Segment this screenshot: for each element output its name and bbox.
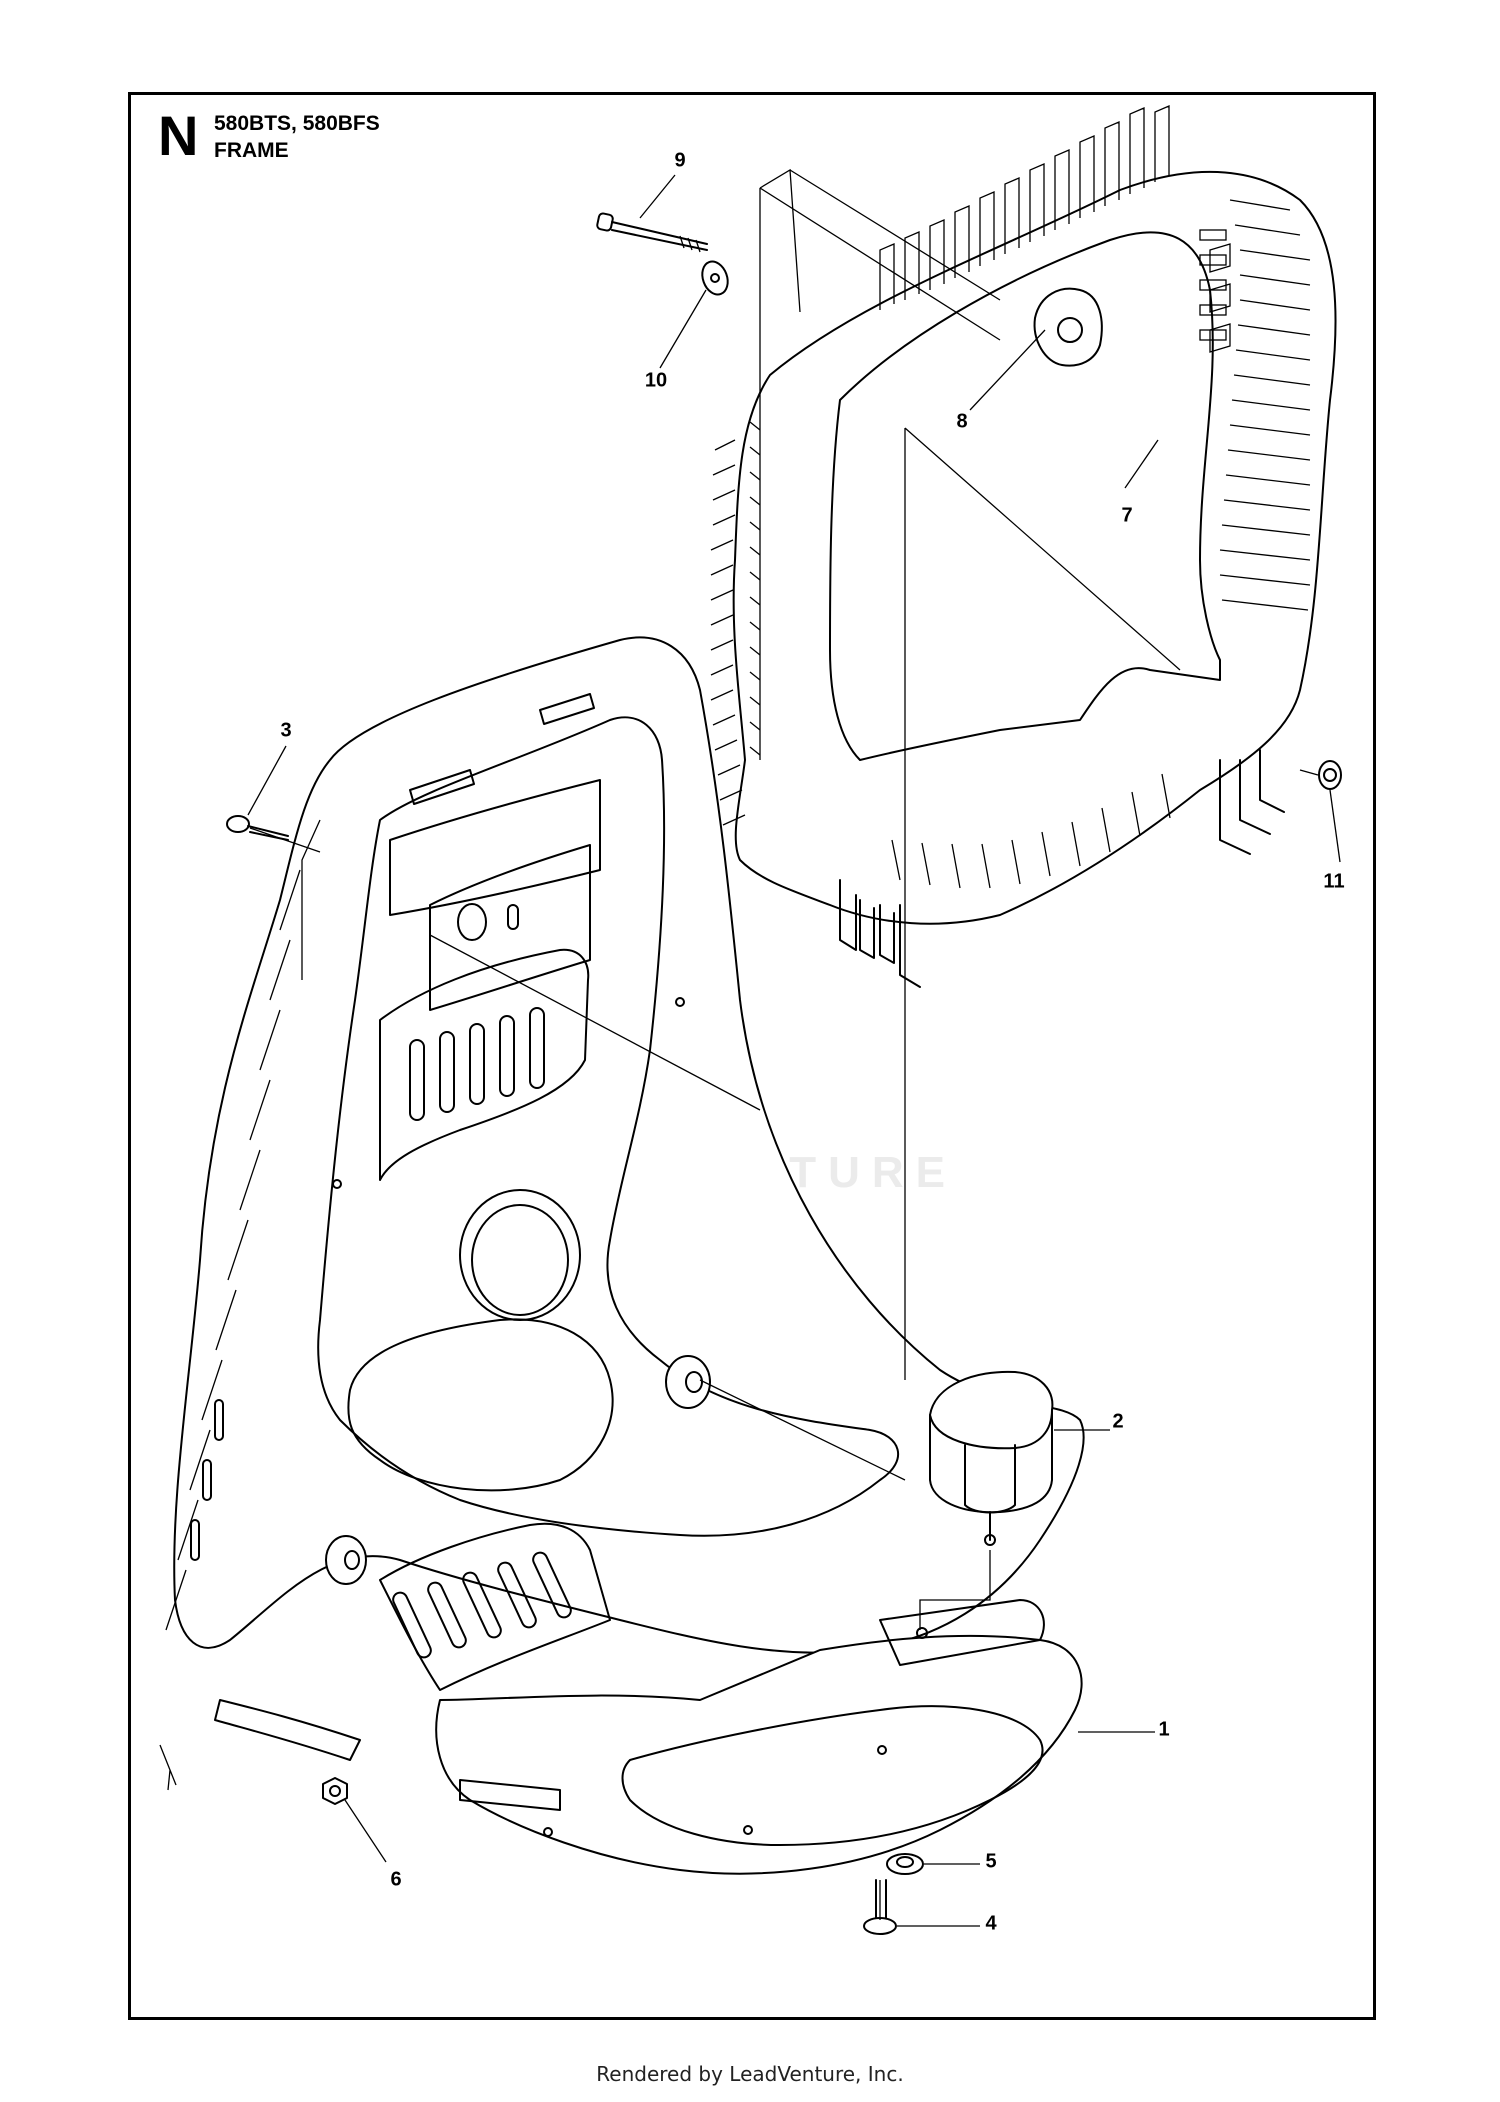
nut-part-6 (322, 1777, 348, 1805)
assembly-name: FRAME (214, 139, 289, 162)
washer-part-10 (701, 260, 729, 296)
screw-part-3 (226, 815, 289, 841)
title-block: 580BTS, 580BFS FRAME (214, 110, 380, 164)
assembly-leader-lines (159, 168, 1319, 1920)
nut-part-5 (886, 1853, 924, 1875)
callout-10: 10 (644, 369, 668, 392)
callout-2: 2 (1112, 1410, 1124, 1433)
backpack-frame-part-1 (165, 636, 1085, 1875)
callout-leaders (247, 174, 1341, 1927)
rubber-mount-part-2 (929, 1370, 1054, 1546)
callout-7: 7 (1121, 504, 1133, 527)
model-numbers: 580BTS, 580BFS (214, 112, 380, 135)
diagram-border (128, 92, 1376, 2020)
callout-6: 6 (390, 1868, 402, 1891)
callout-1: 1 (1158, 1718, 1170, 1741)
callout-5: 5 (985, 1850, 997, 1873)
footer-credit: Rendered by LeadVenture, Inc. (596, 2062, 904, 2086)
bolt-part-9 (596, 212, 708, 253)
callout-9: 9 (674, 149, 686, 172)
callout-8: 8 (956, 410, 968, 433)
cooling-shield-part-7 (710, 105, 1342, 988)
callout-4: 4 (985, 1912, 997, 1935)
callout-11: 11 (1323, 870, 1345, 893)
section-letter: N (158, 104, 199, 167)
callout-3: 3 (280, 719, 292, 742)
